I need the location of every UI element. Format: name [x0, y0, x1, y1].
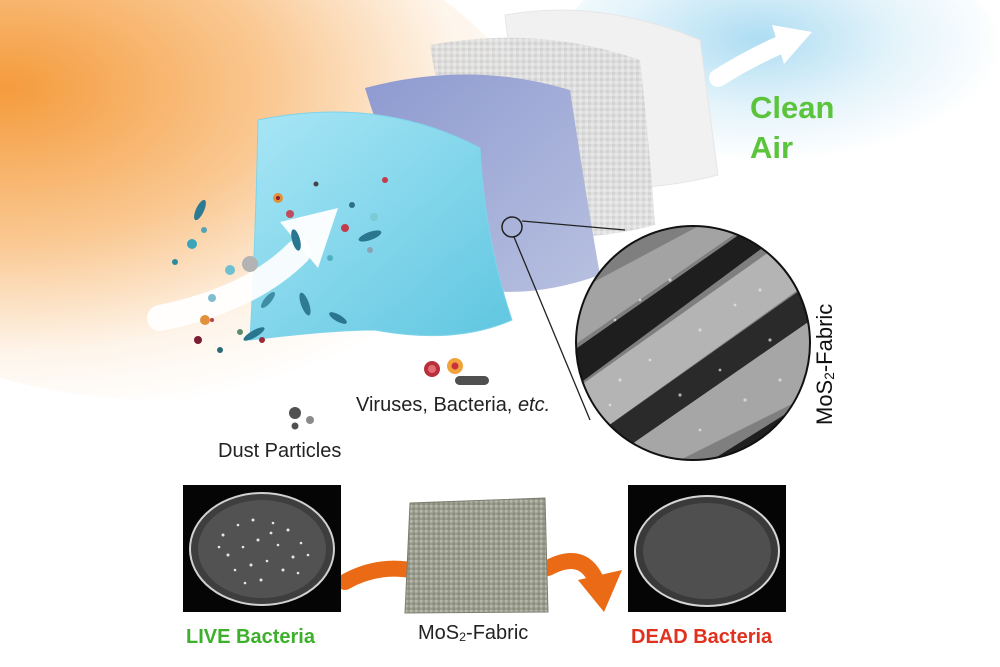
zoom-line-top: [521, 220, 626, 231]
live-petri-dish: [189, 492, 335, 606]
fabric-caption: MoS2-Fabric: [418, 622, 528, 645]
dust-legend-icons: [289, 407, 314, 430]
fabric-caption-post: -Fabric: [466, 622, 529, 644]
clean-air-line1: Clean: [750, 90, 835, 125]
sem-label-sub: 2: [822, 372, 838, 380]
live-bacteria-photo: [183, 485, 341, 612]
mos2-fabric-swatch: [404, 497, 549, 614]
zoom-line-bottom: [513, 236, 591, 421]
sem-label-post: -Fabric: [812, 303, 837, 373]
contaminants-label-text: Viruses, Bacteria,: [356, 394, 518, 416]
clean-air-line2: Air: [750, 130, 794, 165]
clean-air-label: Clean Air: [750, 88, 834, 168]
incoming-air-arrow: [147, 239, 311, 331]
fabric-caption-pre: MoS: [418, 622, 460, 644]
dead-petri-dish: [634, 495, 780, 607]
sem-fabric-label: MoS2-Fabric: [812, 304, 838, 425]
dead-bacteria-photo: [628, 485, 786, 612]
fabric-caption-sub: 2: [459, 629, 467, 644]
contaminants-label: Viruses, Bacteria, etc.: [356, 394, 550, 417]
contaminants-legend-icons: [424, 358, 489, 385]
airborne-particles: [172, 177, 388, 353]
dust-particles-label: Dust Particles: [218, 440, 342, 462]
incoming-air-arrowhead: [280, 208, 338, 268]
clean-air-arrowhead: [772, 25, 812, 64]
orange-arrowhead-right: [578, 570, 622, 612]
sem-label-pre: MoS: [812, 379, 837, 425]
live-bacteria-label: LIVE Bacteria: [186, 626, 315, 648]
contaminants-label-etc: etc.: [517, 394, 551, 416]
clean-air-arrow: [709, 35, 791, 87]
sem-image: [575, 225, 811, 461]
zoom-source-circle: [501, 216, 523, 238]
dead-bacteria-label: DEAD Bacteria: [631, 626, 773, 648]
